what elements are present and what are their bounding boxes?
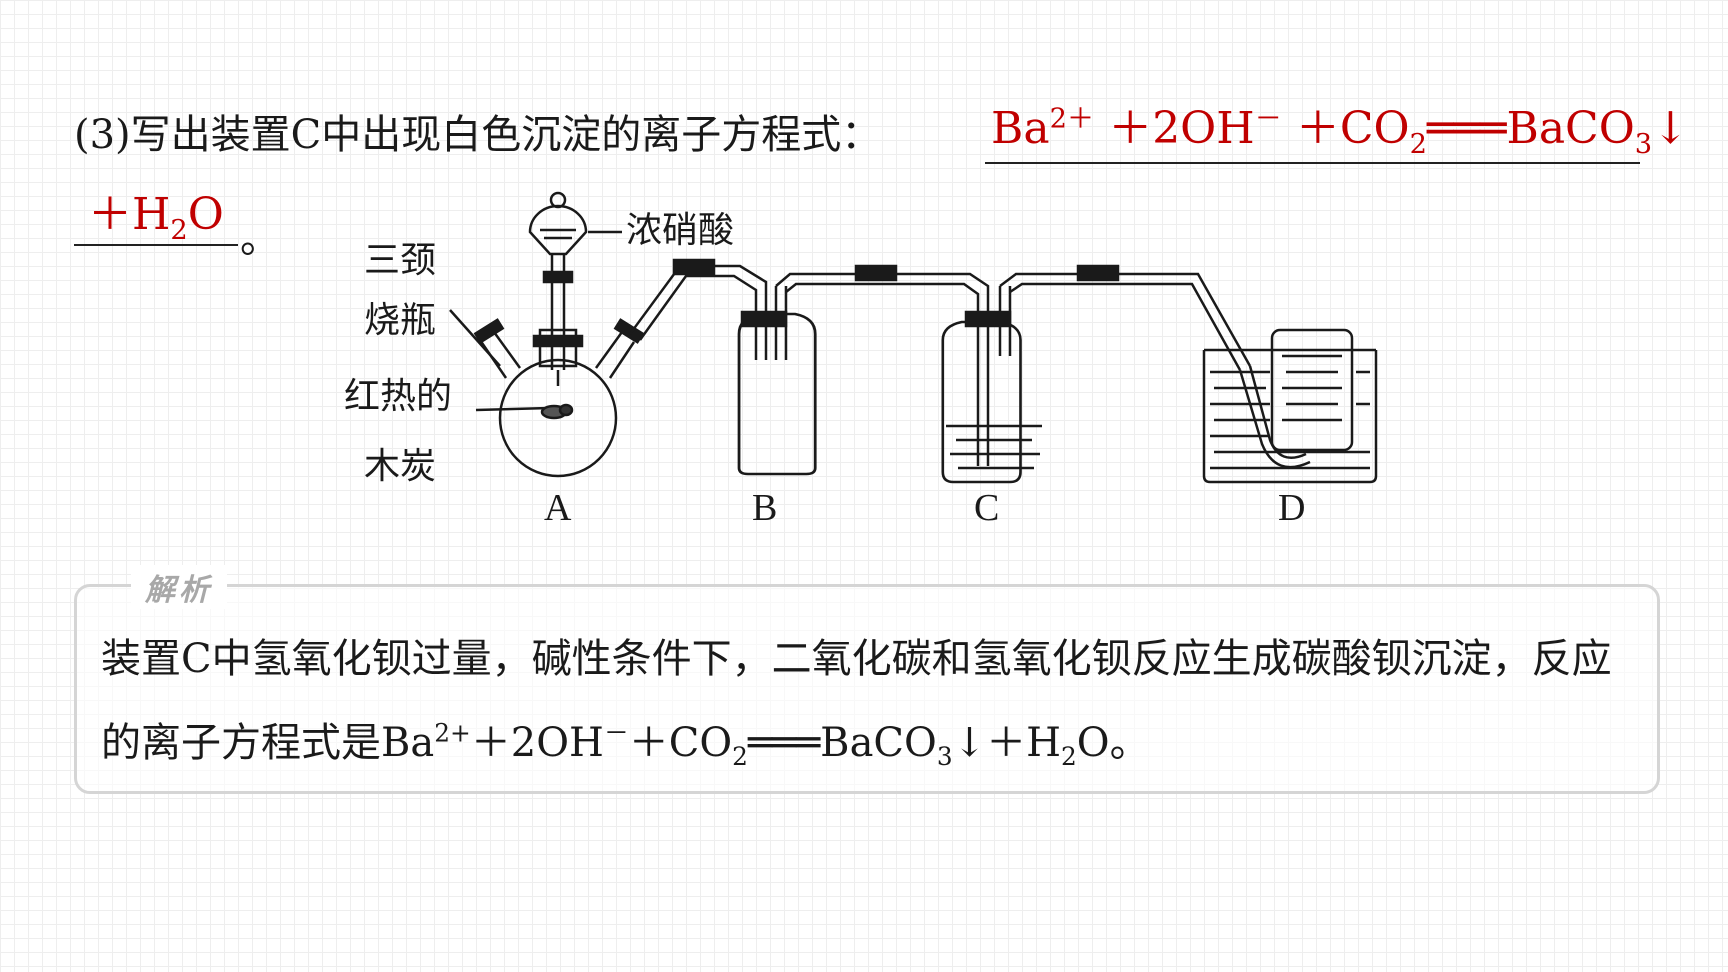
label-nitric-acid: 浓硝酸 xyxy=(626,210,734,251)
analysis-text-4: ═══BaCO xyxy=(747,720,937,766)
label-charcoal-1: 红热的 xyxy=(344,376,452,417)
bottle-c xyxy=(941,286,1042,484)
analysis-sub-2: 3 xyxy=(936,742,953,771)
analysis-box: 解析 装置C中氢氧化钡过量，碱性条件下，二氧化碳和氢氧化钡反应生成碳酸钡沉淀，反… xyxy=(74,565,1660,794)
answer-equation-line-1: Ba2＋ ＋2OH－ ＋CO2═══BaCO3↓ xyxy=(991,103,1690,158)
answer-period: 。 xyxy=(240,216,280,262)
label-d: D xyxy=(1278,487,1305,529)
analysis-sub-3: 2 xyxy=(1061,742,1077,771)
hydroxide: ＋2OH xyxy=(1094,103,1255,154)
analysis-text-1: 装置C中氢氧化钡过量，碱性条件下，二氧化碳和氢氧化钡反应生成碳酸钡沉淀，反应的离… xyxy=(101,636,1612,766)
analysis-text-2: ＋2OH xyxy=(470,720,604,766)
water: ＋H xyxy=(88,189,171,240)
hydroxide-charge: － xyxy=(1254,103,1282,135)
baco3-subscript: 3 xyxy=(1634,128,1653,160)
equals-sign: ═══ xyxy=(1427,103,1507,154)
connector-a-b xyxy=(672,258,716,276)
analysis-sub-1: 2 xyxy=(732,742,748,771)
precipitate-arrow: ↓ xyxy=(1652,103,1690,154)
ba-charge: 2＋ xyxy=(1049,103,1095,135)
tube-c-d xyxy=(999,272,1252,371)
analysis-sup-2: － xyxy=(603,718,629,748)
bottle-b xyxy=(737,286,817,476)
pointer-charcoal xyxy=(475,406,551,412)
connector-b-c xyxy=(854,264,898,282)
tube-a-b xyxy=(628,264,768,341)
analysis-text-6: O。 xyxy=(1076,720,1150,766)
water-subscript: 2 xyxy=(170,214,188,246)
baco3: BaCO xyxy=(1506,103,1635,154)
connector-c-d xyxy=(1076,264,1120,282)
answer-blank-2: ＋H2O xyxy=(74,188,238,246)
label-a: A xyxy=(544,487,572,529)
water-o: O xyxy=(187,189,224,240)
question-text: (3)写出装置C中出现白色沉淀的离子方程式： xyxy=(74,112,882,158)
analysis-text-5: ↓＋H xyxy=(952,720,1062,766)
trough-d xyxy=(1202,328,1378,484)
analysis-title: 解析 xyxy=(131,565,227,609)
answer-blank-1: Ba2＋ ＋2OH－ ＋CO2═══BaCO3↓ xyxy=(985,100,1689,164)
apparatus-diagram: 三颈 烧瓶 红热的 木炭 浓硝酸 xyxy=(344,191,1378,529)
co2-subscript: 2 xyxy=(1409,128,1427,160)
label-c: C xyxy=(974,487,999,529)
answer-equation-line-2: ＋H2O xyxy=(88,189,224,244)
label-three-neck-1: 三颈 xyxy=(364,240,436,281)
label-b: B xyxy=(752,487,777,529)
analysis-body: 装置C中氢氧化钡过量，碱性条件下，二氧化碳和氢氧化钡反应生成碳酸钡沉淀，反应的离… xyxy=(101,617,1641,785)
label-three-neck-2: 烧瓶 xyxy=(364,300,436,341)
analysis-text-3: ＋CO xyxy=(628,720,733,766)
label-charcoal-2: 木炭 xyxy=(364,446,436,487)
co2: ＋CO xyxy=(1281,103,1410,154)
dropping-funnel xyxy=(528,191,588,386)
flask-a xyxy=(473,318,645,478)
ba: Ba xyxy=(991,103,1050,154)
analysis-sup-1: 2+ xyxy=(434,718,471,748)
tube-b-c xyxy=(775,272,990,320)
